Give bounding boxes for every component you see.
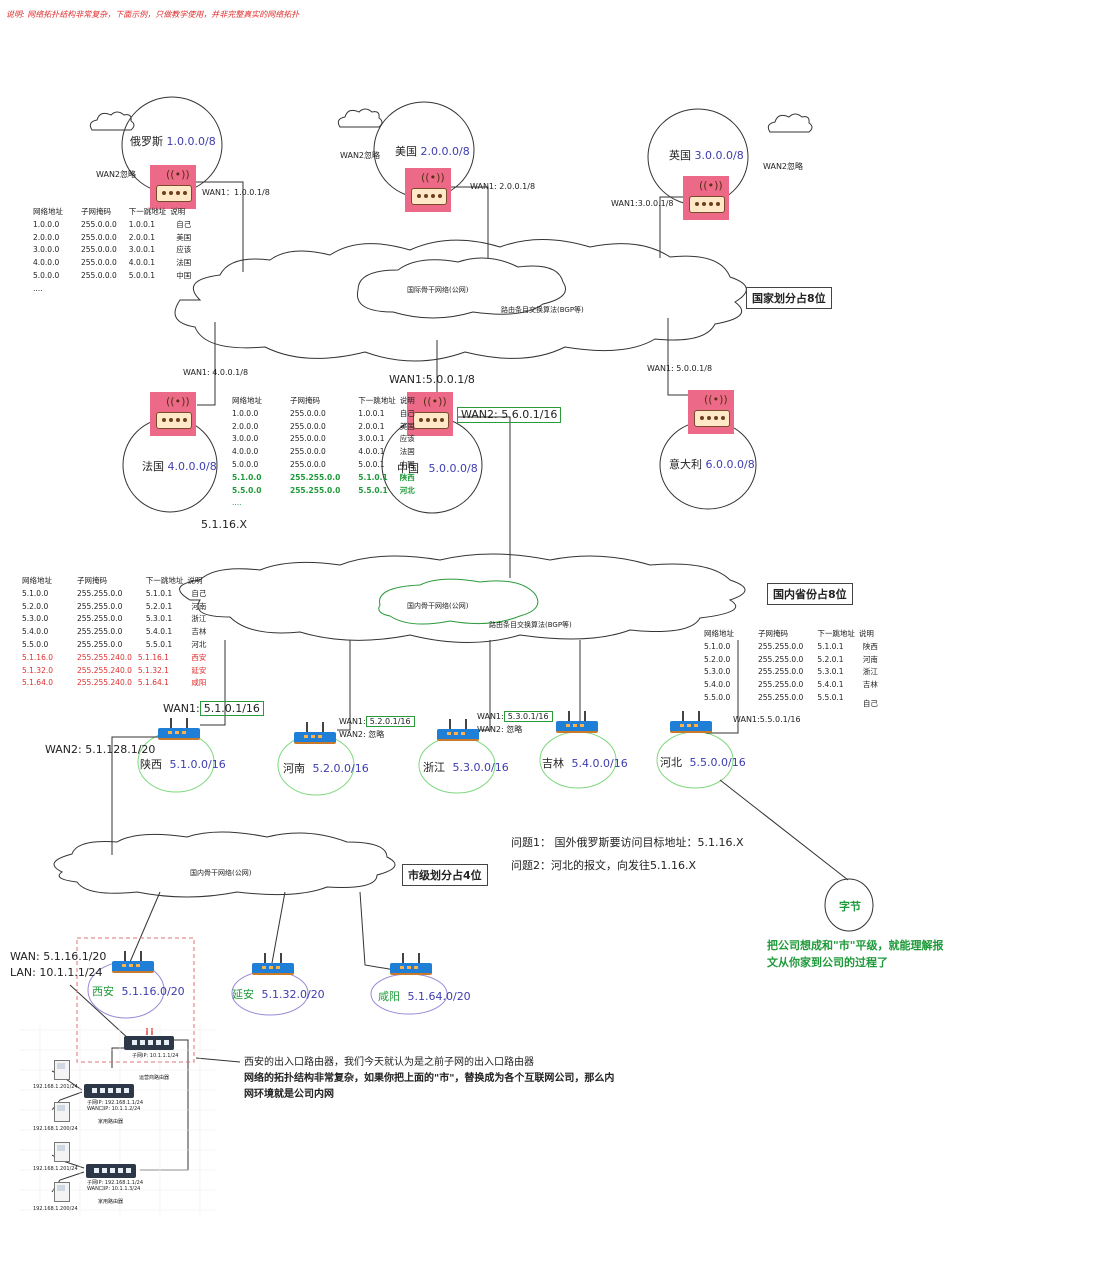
russia-label: 俄罗斯 1.0.0.0/8	[130, 135, 216, 148]
xian-label: 西安 5.1.16.0/20	[92, 985, 185, 998]
domestic-cloud-inner	[378, 578, 539, 625]
home-router-1-name: 家用路由器	[98, 1119, 124, 1125]
domestic-cloud-algo: 路由条目交换算法(BGP等)	[489, 621, 572, 629]
isp-router-icon[interactable]	[124, 1036, 174, 1050]
china-router-icon[interactable]: ((•))	[407, 392, 453, 436]
italy-router-icon[interactable]: ((•))	[688, 390, 734, 434]
zhejiang-wan2: WAN2: 忽略	[477, 725, 523, 734]
company-note: 把公司想成和"市"平级，就能理解报 文从你家到公司的过程了	[767, 939, 944, 969]
china-target-address: 5.1.16.X	[201, 518, 248, 531]
top-note: 说明: 网络拓扑结构非常复杂，下面示例，只做教学使用，并非完整真实的网络拓扑	[6, 10, 300, 19]
city-cloud	[53, 831, 396, 898]
usa-router-icon[interactable]: ((•))	[405, 168, 451, 212]
pc-4-icon[interactable]	[54, 1182, 70, 1202]
france-wan1: WAN1: 4.0.0.1/8	[183, 368, 249, 377]
hebei-wan1: WAN1:5.5.0.1/16	[733, 715, 801, 724]
henan-label: 河南 5.2.0.0/16	[283, 762, 369, 775]
province-bits-tag: 国内省份占8位	[767, 583, 853, 605]
company-name: 字节	[839, 900, 861, 913]
xianyang-label: 咸阳 5.1.64.0/20	[378, 990, 471, 1003]
xian-region-box	[76, 937, 195, 1063]
shaanxi-label: 陕西 5.1.0.0/16	[140, 758, 226, 771]
hebei-label: 河北 5.5.0.0/16	[660, 756, 746, 769]
usa-wan1: WAN1: 2.0.0.1/8	[470, 182, 536, 191]
uk-wan2: WAN2忽略	[763, 162, 804, 171]
home-router-2-icon[interactable]	[86, 1164, 136, 1178]
uk-label: 英国 3.0.0.0/8	[669, 149, 744, 162]
domestic-cloud-label: 国内骨干网络(公网)	[407, 602, 469, 610]
pc-1-icon[interactable]	[54, 1060, 70, 1080]
company-circle	[824, 878, 874, 932]
russia-router-icon[interactable]: ((•))	[150, 165, 196, 209]
city-cloud-label: 国内骨干网络(公网)	[190, 869, 252, 877]
pc-2-icon[interactable]	[54, 1102, 70, 1122]
country-bits-tag: 国家划分占8位	[746, 287, 832, 309]
xian-note: 西安的出入口路由器，我们今天就认为是之前子网的出入口路由器 网络的拓扑结构非常复…	[244, 1057, 615, 1100]
xian-lan: LAN: 10.1.1.1/24	[10, 966, 103, 979]
yanan-label: 延安 5.1.32.0/20	[232, 988, 325, 1001]
pc-3-ip: 192.168.1.201/24	[33, 1166, 78, 1172]
uk-wan1: WAN1:3.0.0.1/8	[611, 199, 674, 208]
city-bits-tag: 市级划分占4位	[402, 864, 488, 886]
henan-wan1: WAN1:5.2.0.1/16	[339, 716, 415, 727]
isp-router-name: 运营商路由器	[139, 1075, 170, 1081]
intl-cloud-label: 国际骨干网络(公网)	[407, 286, 469, 294]
usa-label: 美国 2.0.0.0/8	[395, 145, 470, 158]
uk-router-icon[interactable]: ((•))	[683, 176, 729, 220]
xianyang-router-icon[interactable]	[390, 953, 432, 975]
france-label: 法国 4.0.0.0/8	[142, 460, 217, 473]
jilin-router-icon[interactable]	[556, 711, 598, 733]
yanan-router-icon[interactable]	[252, 953, 294, 975]
small-cloud-usa	[337, 108, 383, 128]
china-wan1: WAN1:5.0.0.1/8	[389, 373, 475, 386]
pc-3-icon[interactable]	[54, 1142, 70, 1162]
zhejiang-router-icon[interactable]	[437, 719, 479, 741]
henan-wan2: WAN2: 忽略	[339, 730, 385, 739]
usa-wan2: WAN2忽略	[340, 151, 381, 160]
question-1: 问题1： 国外俄罗斯要访问目标地址：5.1.16.X	[511, 836, 744, 849]
home-router-1-icon[interactable]	[84, 1084, 134, 1098]
isp-router-ip: 子网IP: 10.1.1.1/24	[132, 1053, 179, 1059]
china-wan2: WAN2: 5.6.0.1/16	[457, 407, 562, 423]
russia-wan1: WAN1：1.0.0.1/8	[202, 188, 270, 197]
zhejiang-label: 浙江 5.3.0.0/16	[423, 761, 509, 774]
question-2: 问题2：河北的报文，向发往5.1.16.X	[511, 859, 697, 872]
intl-cloud	[174, 239, 747, 362]
home-router-2-name: 家用路由器	[98, 1199, 124, 1205]
russia-wan2: WAN2忽略	[96, 170, 137, 179]
hebei-router-icon[interactable]	[670, 711, 712, 733]
pc-4-ip: 192.168.1.200/24	[33, 1206, 78, 1212]
jilin-label: 吉林 5.4.0.0/16	[542, 757, 628, 770]
intl-cloud-algo: 路由条目交换算法(BGP等)	[501, 306, 584, 314]
xian-wan: WAN: 5.1.16.1/20	[10, 950, 107, 963]
pc-2-ip: 192.168.1.200/24	[33, 1126, 78, 1132]
france-router-icon[interactable]: ((•))	[150, 392, 196, 436]
xian-router-icon[interactable]	[112, 951, 154, 973]
italy-wan1: WAN1: 5.0.0.1/8	[647, 364, 713, 373]
small-cloud-russia	[89, 111, 135, 131]
shaanxi-router-icon[interactable]	[158, 718, 200, 740]
italy-label: 意大利 6.0.0.0/8	[669, 458, 755, 471]
shaanxi-wan2: WAN2: 5.1.128.1/20	[45, 743, 156, 756]
domestic-cloud	[179, 553, 746, 643]
intl-cloud-inner	[356, 257, 566, 319]
henan-router-icon[interactable]	[294, 722, 336, 744]
shaanxi-wan1: WAN1:5.1.0.1/16	[163, 701, 264, 716]
small-cloud-uk	[767, 113, 813, 133]
zhejiang-wan1: WAN1:5.3.0.1/16	[477, 711, 553, 722]
china-label: 中国 5.0.0.0/8	[397, 462, 478, 475]
pc-1-ip: 192.168.1.201/24	[33, 1084, 78, 1090]
